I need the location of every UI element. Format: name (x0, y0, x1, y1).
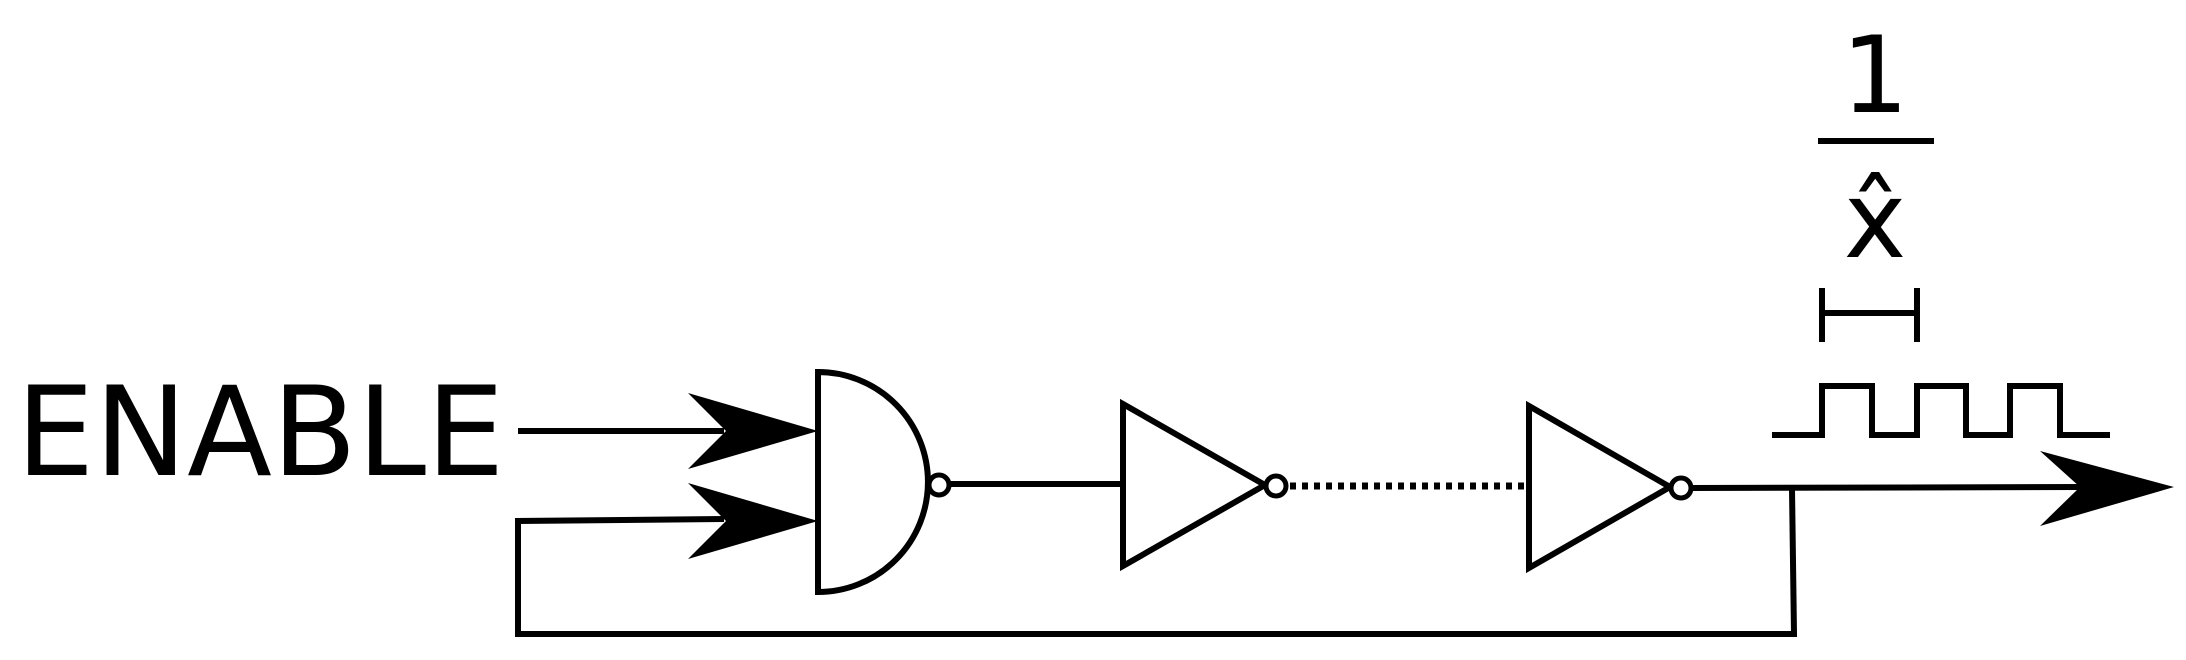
nand-output-bubble (926, 472, 952, 498)
nand-gate-icon (815, 368, 931, 596)
period-marker-icon (1819, 288, 1920, 342)
inverter-n-icon (1526, 400, 1677, 574)
inverter-n-bubble (1668, 475, 1694, 501)
inverter-1-icon (1120, 398, 1272, 572)
feedback-wire (515, 488, 1798, 637)
output-arrow-icon (2040, 451, 2174, 526)
square-wave-icon (1772, 383, 2110, 438)
inverter-1-bubble (1263, 473, 1289, 499)
output-wire (1690, 484, 2086, 491)
enable-input-arrow-icon (688, 393, 818, 469)
frequency-denominator: x̂ (1844, 159, 1907, 282)
frequency-numerator: 1 (1841, 14, 1908, 137)
feedback-input-arrow-icon (688, 483, 818, 559)
frequency-label: 1 x̂ (1818, 14, 1934, 282)
enable-label: ENABLE (16, 361, 504, 505)
